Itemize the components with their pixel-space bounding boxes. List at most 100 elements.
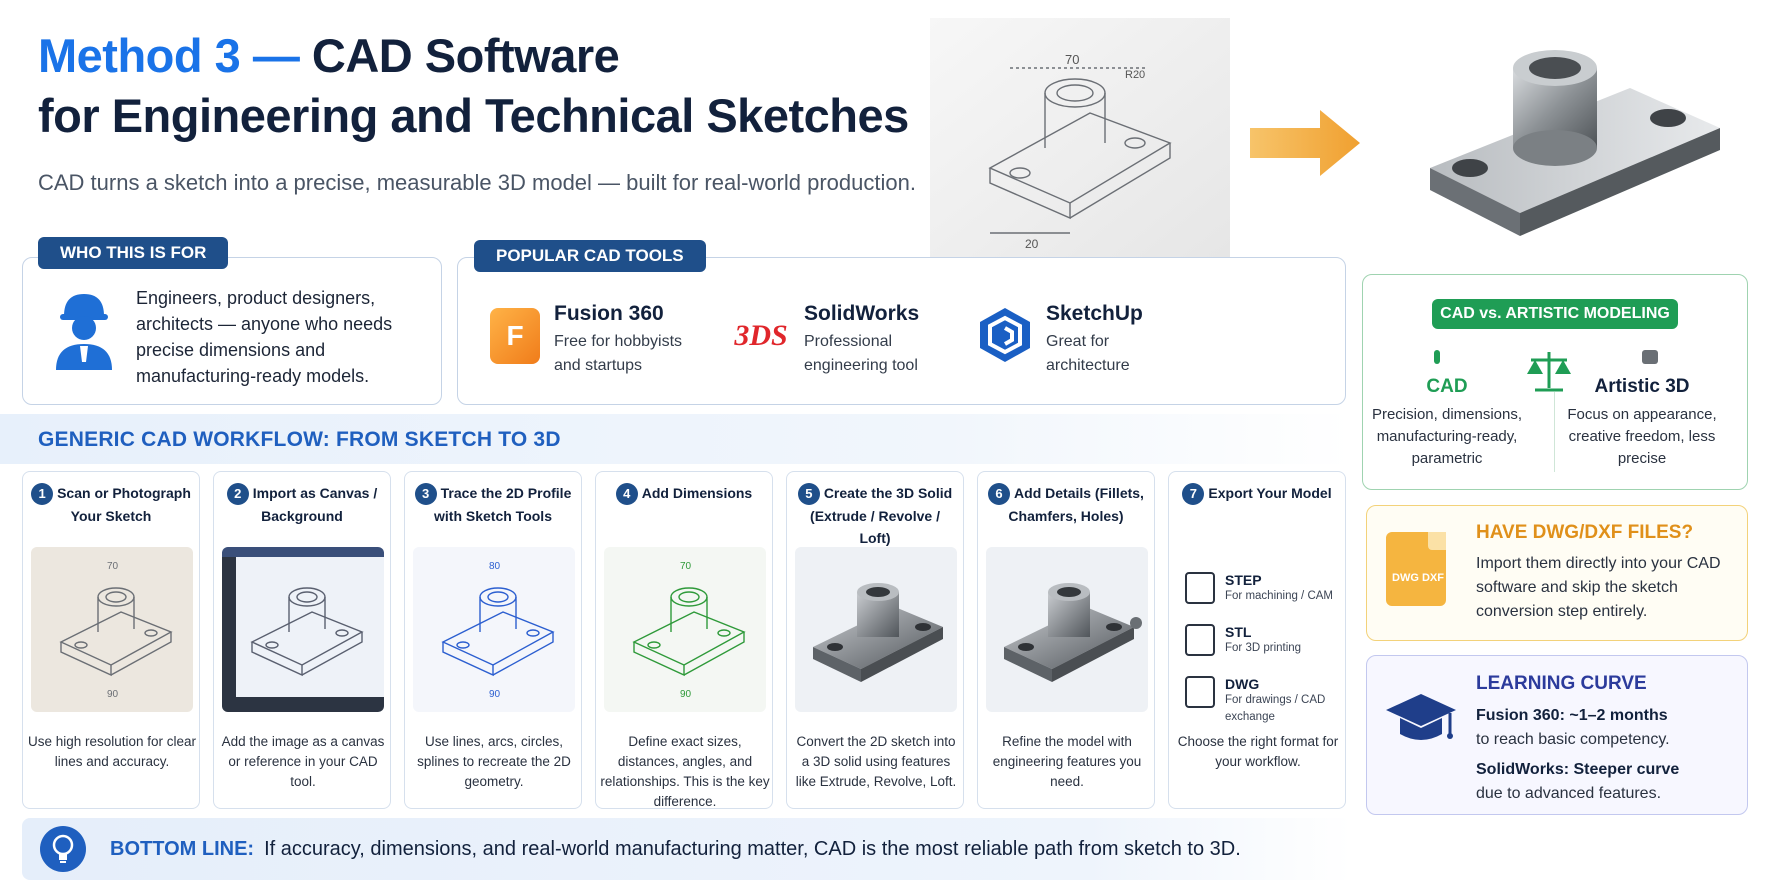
step-desc: Use lines, arcs, circles, splines to rec… xyxy=(417,734,571,789)
arrow-icon xyxy=(1250,110,1360,176)
cad-small-icon xyxy=(1434,350,1440,364)
step-number: 5 xyxy=(797,483,820,505)
step-number: 3 xyxy=(414,483,437,505)
format-desc: For machining / CAM xyxy=(1225,590,1334,602)
step-format-icon xyxy=(1185,572,1215,604)
engineer-icon xyxy=(56,294,112,370)
step-desc: Choose the right format for your workflo… xyxy=(1177,734,1339,769)
tool-name: SolidWorks xyxy=(804,302,920,325)
step-image: 80 90 xyxy=(413,547,575,712)
cad-column: CAD Precision, dimensions, manufacturing… xyxy=(1367,376,1527,470)
workflow-title: GENERIC CAD WORKFLOW: FROM SKETCH TO 3D xyxy=(38,428,561,451)
tool-desc: and startups xyxy=(554,357,643,374)
learning-title: LEARNING CURVE xyxy=(1476,673,1647,694)
solidworks-icon: 3DS xyxy=(734,319,788,352)
svg-text:90: 90 xyxy=(489,689,501,700)
sketch-drawing xyxy=(988,67,1172,234)
cad-desc: Precision, dimensions, manufacturing-rea… xyxy=(1371,406,1523,467)
graduation-cap-icon xyxy=(1386,694,1456,740)
step-number: 2 xyxy=(226,483,249,505)
tool-name: Fusion 360 xyxy=(554,302,664,325)
title-line2: for Engineering and Technical Sketches xyxy=(38,89,909,142)
step-title-text: Trace the 2D Profile with Sketch Tools xyxy=(434,485,572,524)
dwg-file-icon: DWG DXF xyxy=(1386,532,1446,606)
title-accent: Method 3 — xyxy=(38,29,300,82)
artistic-small-icon xyxy=(1642,350,1658,364)
step-title-text: Add Details (Fillets, Chamfers, Holes) xyxy=(1008,485,1144,524)
step-title-text: Add Dimensions xyxy=(641,485,753,501)
lightbulb-icon xyxy=(40,826,86,872)
vs-divider xyxy=(1554,392,1555,472)
dwg-title: HAVE DWG/DXF FILES? xyxy=(1476,522,1694,543)
svg-text:90: 90 xyxy=(107,689,119,700)
who-text: Engineers, product designers, architects… xyxy=(136,288,393,386)
step-image: 70 90 xyxy=(31,547,193,712)
step-desc: Use high resolution for clear lines and … xyxy=(27,734,197,769)
step-number: 7 xyxy=(1182,483,1205,505)
learning-text: Fusion 360: ~1–2 months to reach basic c… xyxy=(1476,707,1680,802)
step-desc: Refine the model with engineering featur… xyxy=(992,734,1142,789)
svg-text:80: 80 xyxy=(489,561,501,572)
tool-desc: architecture xyxy=(1046,357,1130,374)
step-desc: Convert the 2D sketch into a 3D solid us… xyxy=(795,734,957,789)
tool-solidworks: 3DS SolidWorks Professional engineering t… xyxy=(732,302,919,378)
balance-scale-icon xyxy=(1527,352,1571,392)
hero-dim-r: R20 xyxy=(1125,69,1145,81)
format-name: STEP xyxy=(1225,572,1262,588)
tool-desc: Great for xyxy=(1046,333,1110,350)
hero-illustration: 70 R20 20 xyxy=(930,18,1720,258)
fusion-icon: F xyxy=(490,308,540,364)
svg-text:70: 70 xyxy=(107,561,119,572)
bottom-line-bar xyxy=(22,818,1352,880)
sketchup-icon xyxy=(980,308,1030,362)
step-desc: Add the image as a canvas or reference i… xyxy=(221,734,385,789)
metal-part-render xyxy=(1430,50,1720,236)
step-title-text: Export Your Model xyxy=(1208,485,1332,501)
export-format-stl: STL For 3D printing xyxy=(1185,624,1345,657)
tool-desc: engineering tool xyxy=(804,357,918,374)
format-desc: For 3D printing xyxy=(1225,642,1302,654)
dwg-text: Import them directly into your CAD softw… xyxy=(1476,555,1721,620)
format-desc: For drawings / CAD exchange xyxy=(1225,694,1326,723)
step-title-text: Scan or Photograph Your Sketch xyxy=(57,485,191,524)
who-pill: WHO THIS IS FOR xyxy=(38,237,229,269)
svg-text:90: 90 xyxy=(680,689,692,700)
step-image xyxy=(222,547,384,712)
format-name: DWG xyxy=(1225,676,1260,692)
page-subtitle: CAD turns a sketch into a precise, measu… xyxy=(38,170,916,195)
export-format-step: STEP For machining / CAM xyxy=(1185,572,1345,605)
dwg-format-icon xyxy=(1185,676,1215,708)
hero-dim-bottom: 20 xyxy=(1025,237,1039,251)
stl-format-icon xyxy=(1185,624,1215,656)
cad-vs-artistic-card xyxy=(1362,274,1748,490)
tool-sketchup: SketchUp Great for architecture xyxy=(978,302,1143,378)
title-rest: CAD Software xyxy=(299,29,620,82)
step-title-text: Create the 3D Solid (Extrude / Revolve /… xyxy=(810,485,953,546)
cad-vs-artistic-pill: CAD vs. ARTISTIC MODELING xyxy=(1432,299,1678,329)
step-desc: Define exact sizes, distances, angles, a… xyxy=(600,734,770,809)
tool-desc: Professional xyxy=(804,333,893,350)
step-number: 1 xyxy=(31,483,54,505)
svg-text:70: 70 xyxy=(680,561,692,572)
sketch-paper xyxy=(930,18,1230,258)
format-name: STL xyxy=(1225,624,1252,640)
artistic-column: Artistic 3D Focus on appearance, creativ… xyxy=(1562,376,1722,470)
step-image: 70 90 xyxy=(604,547,766,712)
workflow-band xyxy=(0,414,1352,464)
hero-dim-top: 70 xyxy=(1065,52,1079,67)
tool-name: SketchUp xyxy=(1046,302,1143,325)
cad-title: CAD xyxy=(1426,376,1468,397)
tools-card xyxy=(457,257,1346,405)
